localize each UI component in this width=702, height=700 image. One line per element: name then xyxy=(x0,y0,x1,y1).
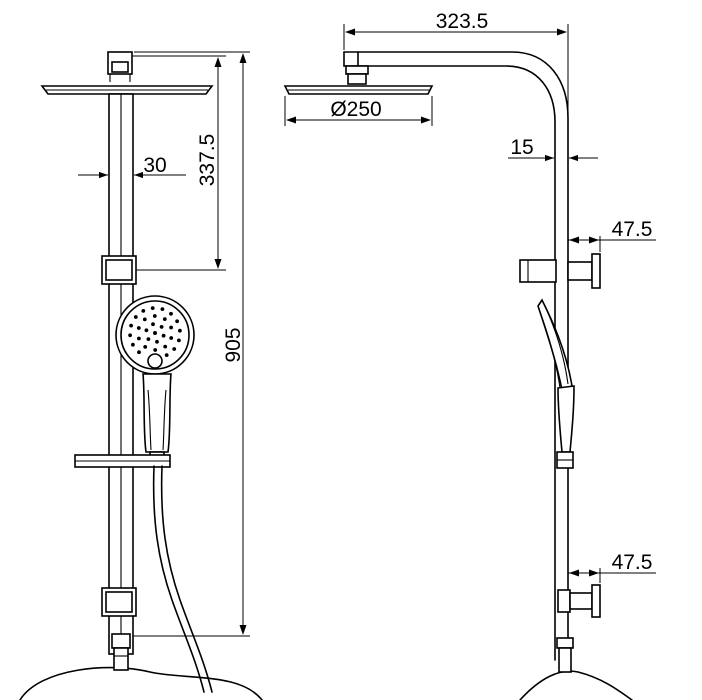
nozzle-dot xyxy=(159,325,164,329)
dim-head-diameter-label: Ø250 xyxy=(330,98,381,121)
dim-bracket-upper: 47.5 xyxy=(568,218,656,252)
side-shower-arm xyxy=(357,51,569,661)
nozzle-dot xyxy=(155,339,159,344)
nozzle-dot xyxy=(137,350,141,355)
nozzle-dot xyxy=(153,348,158,352)
nozzle-dot xyxy=(136,326,141,330)
nozzle-dot xyxy=(169,336,174,340)
dim-bracket-lower-label: 47.5 xyxy=(612,551,653,574)
side-upper-bracket xyxy=(519,253,601,289)
front-hose xyxy=(152,465,205,693)
dim-bracket-upper-label: 47.5 xyxy=(612,218,653,241)
hand-shower-nozzles xyxy=(128,306,182,357)
dim-rail-width: 30 xyxy=(78,154,186,179)
nozzle-dot xyxy=(162,317,167,321)
dim-arm-tube-label: 15 xyxy=(510,136,533,159)
nozzle-dot xyxy=(129,323,134,328)
nozzle-dot xyxy=(152,314,157,318)
side-ground-line xyxy=(519,670,633,700)
nozzle-dot xyxy=(150,306,155,310)
nozzle-dot xyxy=(177,338,181,343)
front-inlet xyxy=(111,633,131,649)
nozzle-dot xyxy=(131,342,135,347)
nozzle-dot xyxy=(160,307,165,311)
nozzle-dot xyxy=(144,328,149,333)
nozzle-dot xyxy=(142,317,147,322)
nozzle-dot xyxy=(163,344,168,349)
dim-rail-length: 905 xyxy=(133,51,250,637)
nozzle-dot xyxy=(169,325,174,330)
nozzle-dot xyxy=(161,333,166,338)
front-head-connector-inner xyxy=(111,61,129,73)
dim-rail-length-label: 905 xyxy=(222,327,245,362)
dim-arm-tube: 15 xyxy=(508,136,598,162)
side-lower-bracket xyxy=(557,584,601,618)
side-view: Ø250 323.5 15 xyxy=(283,10,656,700)
nozzle-dot xyxy=(146,337,151,341)
nozzle-dot xyxy=(137,336,141,341)
front-view: 30 337.5 905 xyxy=(19,51,263,700)
side-hand-shower xyxy=(537,298,575,469)
dim-head-diameter: Ø250 xyxy=(284,96,433,126)
nozzle-dot xyxy=(128,333,133,338)
dim-head-drop-label: 337.5 xyxy=(196,134,219,187)
dim-bracket-lower: 47.5 xyxy=(568,551,656,583)
nozzle-dot xyxy=(169,311,173,316)
nozzle-dot xyxy=(153,331,157,335)
nozzle-dot xyxy=(133,315,138,319)
side-head-connector xyxy=(345,65,369,75)
dim-arm-reach: 323.5 xyxy=(343,10,569,116)
nozzle-dot xyxy=(175,319,180,324)
front-ground-line xyxy=(19,666,263,700)
dim-arm-reach-label: 323.5 xyxy=(436,10,489,33)
nozzle-dot xyxy=(141,309,146,313)
nozzle-dot xyxy=(172,347,177,351)
front-hand-shower xyxy=(115,295,195,465)
side-inlet xyxy=(556,637,574,673)
nozzle-dot xyxy=(143,345,148,349)
nozzle-dot xyxy=(178,328,182,333)
dim-rail-width-label: 30 xyxy=(143,154,166,177)
dim-head-drop: 337.5 xyxy=(132,55,226,271)
nozzle-dot xyxy=(151,322,155,327)
nozzle-dot xyxy=(164,353,169,357)
